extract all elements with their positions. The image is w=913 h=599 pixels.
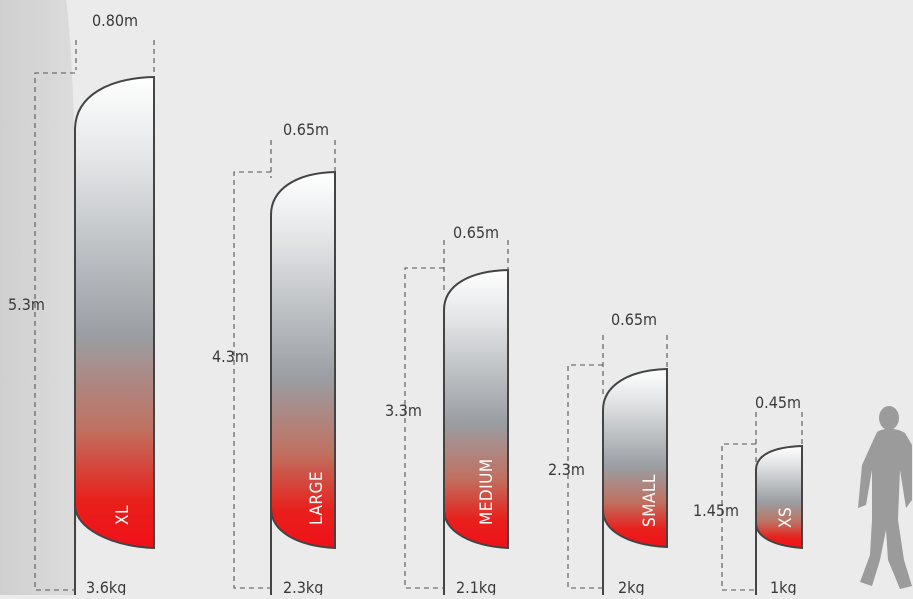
flag-xs-size-label: XS	[776, 507, 796, 528]
flag-xl-height-dim	[34, 72, 75, 591]
flag-xs-width-label: 0.45m	[755, 393, 801, 412]
flag-small: 0.65m 2.3m 2kg SMALL	[548, 310, 668, 597]
flag-xl-width-label: 0.80m	[92, 11, 138, 30]
flag-xl-width-dim	[75, 40, 155, 80]
flag-xl: 0.80m 5.3m 3.6kg XL	[8, 11, 155, 597]
flag-xl-size-label: XL	[113, 505, 133, 525]
flag-medium: 0.65m 3.3m 2.1kg MEDIUM	[385, 223, 509, 597]
flag-xl-height-label: 5.3m	[8, 295, 45, 314]
backdrop-panel	[0, 0, 77, 595]
flag-medium-height-label: 3.3m	[385, 401, 422, 420]
flag-small-height-dim	[567, 364, 603, 589]
flag-xs-width-dim	[755, 412, 803, 462]
walking-person-icon	[858, 406, 912, 589]
flag-medium-banner	[443, 268, 509, 550]
flag-xs-weight-label: 1kg	[770, 578, 797, 595]
flag-xs-height-label: 1.45m	[693, 501, 739, 520]
flag-xl-weight-label: 3.6kg	[86, 578, 126, 595]
flag-small-height-label: 2.3m	[548, 460, 585, 479]
flag-large-height-dim	[233, 171, 271, 589]
flag-large-width-label: 0.65m	[283, 120, 329, 139]
flag-small-weight-label: 2kg	[618, 578, 645, 595]
flag-small-size-label: SMALL	[640, 474, 660, 527]
flag-large-height-label: 4.3m	[212, 347, 249, 366]
flag-medium-weight-label: 2.1kg	[456, 578, 496, 595]
flag-xl-banner	[74, 75, 155, 550]
flag-xs-banner	[755, 444, 803, 550]
flag-small-width-label: 0.65m	[611, 310, 657, 329]
flag-medium-width-label: 0.65m	[453, 223, 499, 242]
flag-large-size-label: LARGE	[307, 471, 327, 525]
flag-large: 0.65m 4.3m 2.3kg LARGE	[212, 120, 336, 597]
flag-small-banner	[602, 367, 668, 549]
flag-large-width-dim	[270, 140, 336, 178]
flag-large-weight-label: 2.3kg	[283, 578, 323, 595]
flag-small-width-dim	[602, 335, 668, 395]
flag-medium-height-dim	[404, 267, 444, 589]
flag-medium-size-label: MEDIUM	[477, 458, 497, 525]
flag-medium-width-dim	[443, 240, 509, 290]
flag-large-banner	[270, 170, 336, 550]
flag-xs: 0.45m 1.45m 1kg XS	[693, 393, 803, 597]
